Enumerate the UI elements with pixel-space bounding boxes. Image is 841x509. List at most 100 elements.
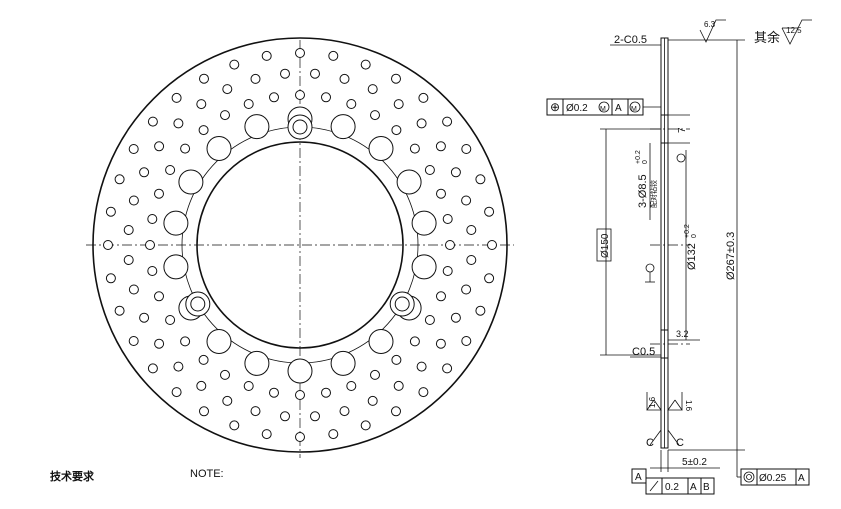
- mounting-hole-inner: [394, 296, 410, 312]
- svg-text:3-Ø8.5: 3-Ø8.5: [637, 174, 649, 208]
- lightening-hole: [287, 358, 313, 384]
- drill-hole: [435, 141, 446, 152]
- drill-hole: [128, 336, 139, 346]
- drill-hole: [391, 354, 402, 365]
- drill-hole: [442, 214, 453, 224]
- lightening-hole: [244, 350, 270, 376]
- roughness-top: 6.3: [699, 19, 726, 43]
- drill-hole: [461, 336, 472, 346]
- drill-hole: [367, 395, 378, 406]
- svg-text:1.6: 1.6: [648, 396, 657, 408]
- drill-hole: [280, 411, 290, 422]
- drill-hole: [328, 429, 339, 440]
- drill-hole: [416, 361, 427, 372]
- drill-hole: [128, 144, 139, 154]
- svg-text:B: B: [703, 482, 710, 493]
- drill-hole: [346, 381, 357, 391]
- lightening-hole: [330, 114, 356, 140]
- drill-hole: [409, 143, 420, 154]
- lightening-hole: [206, 136, 232, 161]
- lightening-hole: [206, 329, 232, 354]
- drill-hole: [243, 99, 254, 109]
- drill-hole: [171, 387, 182, 398]
- svg-text:6.3: 6.3: [704, 20, 716, 29]
- drill-hole: [222, 395, 233, 406]
- drill-hole: [436, 291, 446, 302]
- drill-hole: [147, 214, 158, 224]
- drill-hole: [487, 240, 497, 250]
- drill-hole: [147, 363, 158, 374]
- drill-hole: [250, 406, 261, 417]
- drill-hole: [295, 390, 305, 400]
- roughness-rest-label: 其余: [754, 30, 780, 45]
- svg-text:12.5: 12.5: [786, 26, 802, 35]
- drill-hole: [295, 90, 305, 100]
- drill-hole: [391, 125, 402, 136]
- hole-spec-label: 3-Ø8.5 +0.2 0 配对钻铰: [635, 150, 658, 208]
- drill-hole: [105, 206, 116, 217]
- drill-hole: [310, 411, 320, 422]
- disc-front-view: [86, 37, 514, 458]
- drill-hole: [165, 315, 176, 325]
- svg-text:A: A: [690, 482, 697, 493]
- drill-hole: [445, 240, 455, 250]
- drill-hole: [229, 420, 240, 431]
- lightening-hole: [163, 210, 189, 236]
- drill-hole: [484, 273, 495, 284]
- dia-150-label: Ø150: [600, 233, 611, 258]
- drill-hole: [484, 206, 495, 217]
- drill-hole: [409, 336, 420, 347]
- drill-hole: [442, 363, 453, 374]
- lightening-hole: [330, 350, 356, 376]
- lightening-hole: [368, 136, 394, 161]
- drill-hole: [139, 312, 150, 323]
- svg-text:⊕: ⊕: [550, 100, 560, 114]
- svg-text:Ø0.2: Ø0.2: [566, 103, 588, 114]
- roughness-face-left: 1.6: [646, 392, 662, 411]
- drill-hole: [180, 143, 191, 154]
- svg-text:Ø132: Ø132: [686, 243, 698, 270]
- datum-a-center: [645, 263, 655, 283]
- drill-hole: [250, 73, 261, 84]
- drill-hole: [198, 125, 209, 136]
- drill-hole: [346, 99, 357, 109]
- dia-132-label: Ø132 +0.2 0: [684, 224, 698, 270]
- drill-hole: [199, 406, 209, 417]
- drill-hole: [222, 84, 233, 95]
- drill-hole: [147, 116, 158, 127]
- mounting-hole-inner: [292, 119, 308, 135]
- svg-text:M: M: [631, 106, 637, 113]
- svg-text:配对钻铰: 配对钻铰: [649, 180, 658, 208]
- drill-hole: [154, 338, 165, 349]
- drill-hole: [450, 312, 461, 323]
- svg-text:A: A: [798, 473, 805, 484]
- drill-hole: [105, 273, 116, 284]
- drill-hole: [418, 387, 429, 398]
- svg-text:0.2: 0.2: [665, 482, 679, 493]
- drill-hole: [180, 336, 191, 347]
- drill-hole: [243, 381, 254, 391]
- lightening-hole: [396, 169, 422, 195]
- drill-hole: [280, 68, 290, 79]
- lightening-hole: [411, 254, 437, 280]
- drill-hole: [123, 225, 134, 235]
- position-tolerance-frame: ⊕ Ø0.2 M A M: [546, 98, 661, 116]
- drill-hole: [393, 99, 404, 110]
- drill-hole: [391, 406, 401, 417]
- dim-3-2-label: 3.2: [676, 329, 689, 339]
- drill-hole: [147, 266, 158, 276]
- drill-hole: [196, 99, 207, 110]
- drill-hole: [229, 59, 240, 70]
- drill-hole: [370, 110, 380, 121]
- drill-hole: [442, 116, 453, 127]
- drill-hole: [367, 84, 378, 95]
- lightening-hole: [163, 254, 189, 280]
- chamfer-bottom-label: C0.5: [632, 346, 655, 358]
- drill-hole: [475, 305, 486, 316]
- svg-text:+0.2: +0.2: [635, 150, 642, 164]
- drill-hole: [442, 266, 453, 276]
- drill-hole: [145, 240, 155, 250]
- drill-hole: [321, 92, 331, 103]
- drill-hole: [220, 369, 230, 380]
